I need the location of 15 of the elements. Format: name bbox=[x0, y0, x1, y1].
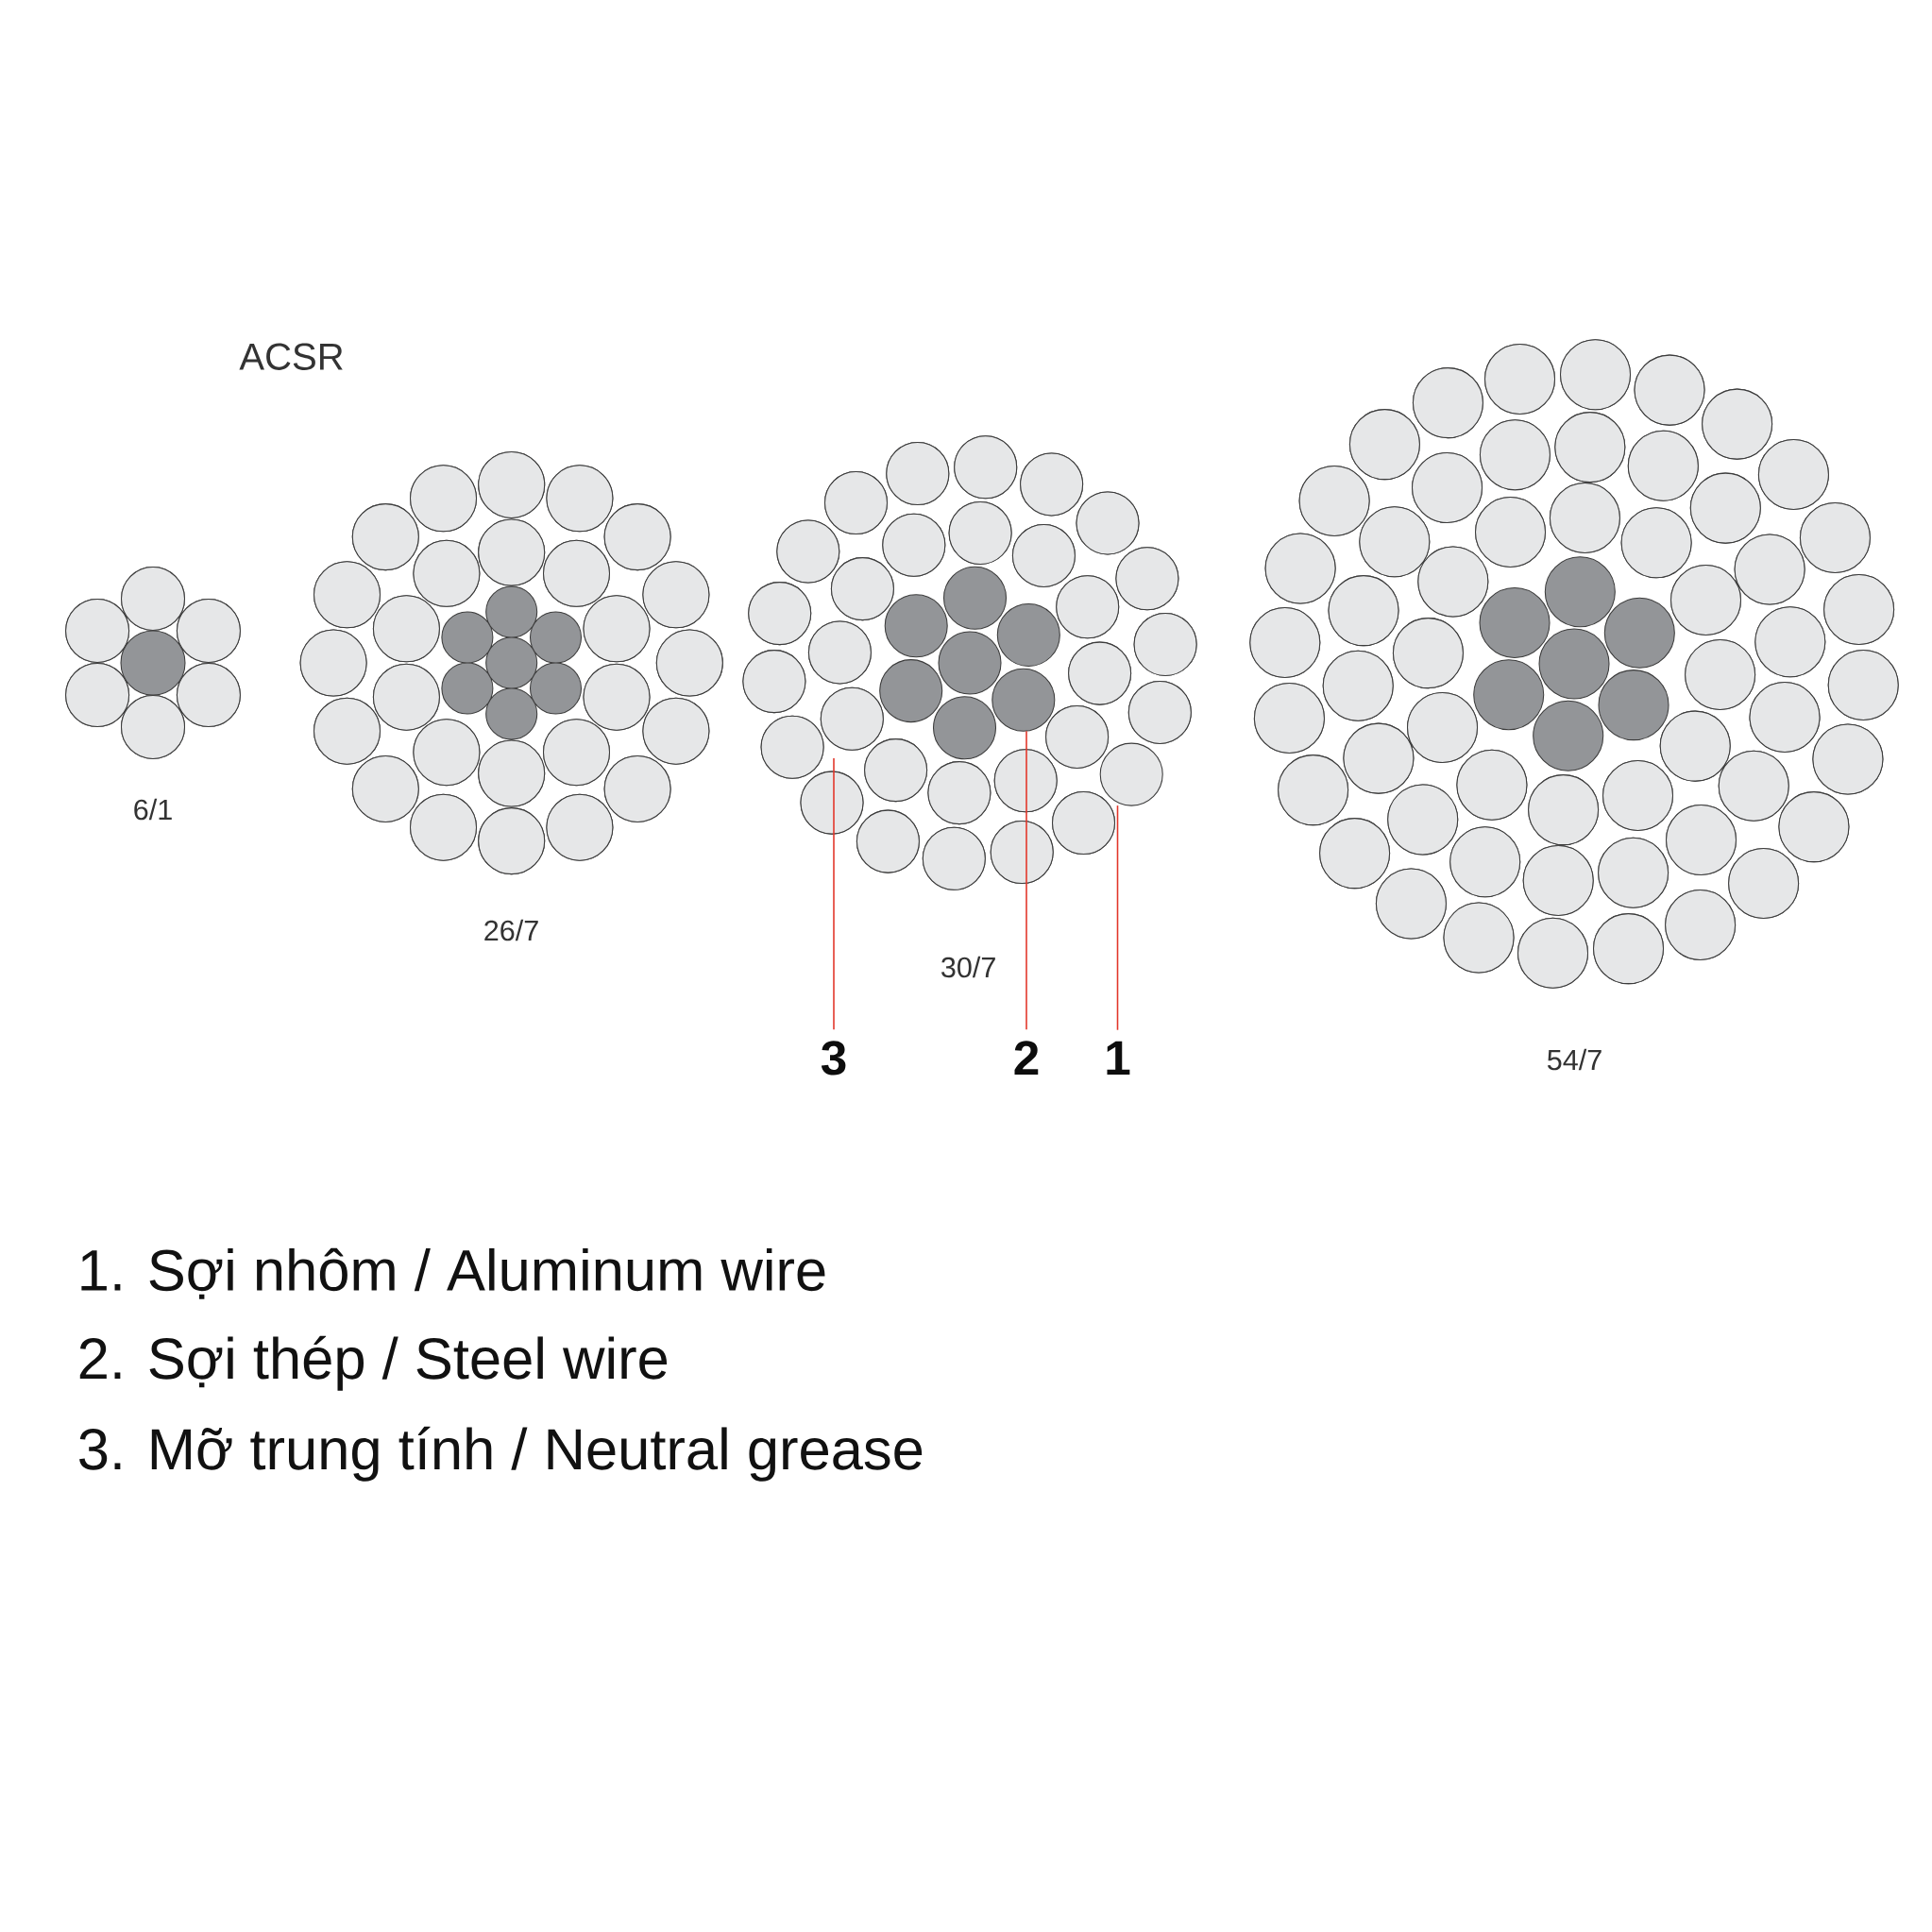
cable-size-label: 6/1 bbox=[134, 798, 172, 821]
key-entry: 3. Mỡ trung tính / Neutral grease bbox=[79, 1426, 923, 1482]
wire-circle bbox=[991, 668, 1056, 732]
key-entry: 1. Sợi nhôm / Aluminum wire bbox=[81, 1247, 825, 1299]
title: ACSR bbox=[239, 343, 343, 370]
callout-number: 2 bbox=[1014, 1041, 1039, 1075]
cable-size-label: 26/7 bbox=[484, 919, 538, 941]
key-entry: 2. Sợi thép / Steel wire bbox=[79, 1335, 668, 1391]
cable-size-label: 30/7 bbox=[941, 956, 995, 978]
cable-size-label: 54/7 bbox=[1547, 1048, 1602, 1071]
leader-line bbox=[1116, 805, 1119, 1031]
callout-number: 1 bbox=[1107, 1041, 1130, 1075]
leader-line bbox=[833, 757, 835, 1030]
callout-number: 3 bbox=[821, 1041, 846, 1076]
wire-circle bbox=[1099, 742, 1163, 806]
